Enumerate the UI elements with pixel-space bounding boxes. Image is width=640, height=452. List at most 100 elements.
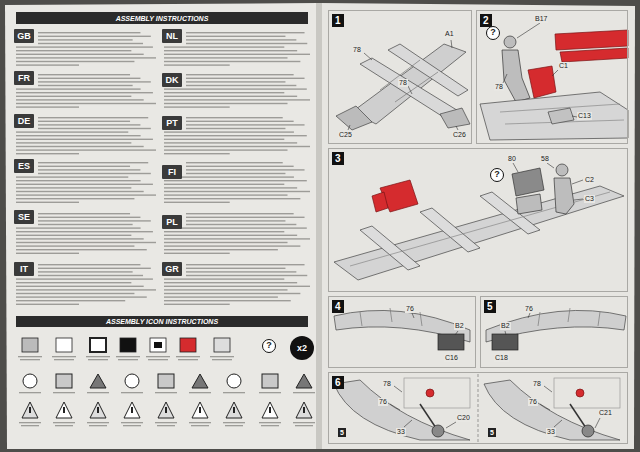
step-2-drawing	[480, 23, 628, 140]
page-ground	[321, 3, 635, 449]
section-heading: ASSEMBLY ICON INSTRUCTIONS	[106, 318, 218, 325]
step-6-drawing	[576, 389, 584, 397]
instruction-text-lines	[16, 289, 156, 290]
icon-legend	[88, 359, 108, 360]
step-1-drawing	[360, 58, 460, 120]
instruction-text-lines	[16, 142, 131, 143]
instruction-text-lines	[186, 36, 285, 37]
step-reference: 5	[488, 428, 496, 437]
instruction-text-lines	[16, 88, 141, 89]
icon-legend	[293, 392, 315, 393]
instruction-text-lines	[186, 166, 294, 167]
part-number: B2	[500, 322, 511, 330]
step-3-drawing	[513, 163, 583, 200]
step-panel: 3	[328, 148, 628, 292]
language-code: PT	[162, 116, 182, 130]
icon-legend	[22, 338, 38, 352]
instruction-text-lines	[186, 78, 305, 79]
step-6-drawing	[484, 380, 620, 440]
step-2-drawing	[502, 50, 530, 102]
instruction-text-lines	[164, 139, 284, 140]
code-text: FI	[168, 167, 176, 177]
code-text: SE	[18, 212, 30, 222]
instruction-text-lines	[38, 117, 148, 118]
code-text: NL	[166, 31, 178, 41]
step-3-drawing	[556, 164, 568, 176]
instruction-text-lines	[16, 139, 153, 140]
part-number: C2	[584, 176, 595, 184]
instruction-text-lines	[186, 217, 305, 218]
icon-legend	[22, 402, 38, 418]
part-number: 78	[494, 83, 504, 91]
step-4-drawing	[412, 313, 458, 335]
instruction-text-lines	[186, 213, 294, 214]
instruction-text-lines	[164, 227, 307, 228]
instruction-text-lines	[38, 43, 143, 44]
step-2-drawing	[528, 66, 556, 98]
part-number: C18	[494, 354, 509, 362]
step-6-drawing	[420, 404, 436, 428]
header-band: ASSEMBLY INSTRUCTIONS	[16, 12, 308, 24]
step-6-drawing	[426, 389, 434, 397]
language-code: DE	[14, 114, 34, 128]
instruction-text-lines	[186, 275, 307, 276]
instruction-text-lines	[186, 128, 285, 129]
step-2-drawing	[517, 23, 540, 38]
icon-legend	[214, 338, 230, 352]
instruction-text-lines	[16, 238, 144, 239]
step-6-drawing	[554, 420, 562, 427]
instruction-text-lines	[186, 81, 285, 82]
icon-legend	[192, 402, 208, 418]
instruction-text-lines	[38, 220, 151, 221]
instruction-text-lines	[164, 46, 284, 47]
step-1-drawing	[440, 108, 470, 128]
instruction-text-lines	[16, 54, 144, 55]
instruction-text-lines	[38, 275, 143, 276]
instruction-text-lines	[16, 135, 141, 136]
step-reference: 5	[338, 428, 346, 437]
instruction-text-lines	[164, 88, 307, 89]
icon-legend	[212, 359, 232, 360]
icon-legend	[165, 407, 167, 413]
code-text: IT	[20, 264, 28, 274]
language-code: GR	[162, 262, 182, 276]
instruction-text-lines	[16, 231, 153, 232]
icon-legend	[269, 407, 271, 413]
instruction-text-lines	[16, 146, 144, 147]
instruction-text-lines	[164, 96, 297, 97]
language-code: FR	[14, 71, 34, 85]
icon-legend	[90, 338, 106, 352]
instruction-text-lines	[164, 282, 297, 283]
step-2-drawing	[480, 92, 628, 140]
icon-legend	[87, 392, 109, 393]
part-number: 76	[405, 305, 415, 313]
step-3-drawing	[334, 186, 624, 280]
icon-legend	[90, 402, 106, 418]
instruction-text-lines	[16, 253, 79, 254]
step-3-drawing	[420, 208, 480, 252]
step-1-drawing	[336, 106, 372, 130]
part-number: C26	[452, 131, 467, 139]
icon-legend	[180, 338, 196, 352]
step-5-drawing	[528, 313, 530, 318]
step-3-drawing	[512, 168, 544, 196]
step-1-drawing	[395, 72, 438, 102]
step-1-drawing	[364, 53, 372, 60]
instruction-text-lines	[16, 32, 310, 305]
step-5-drawing	[598, 312, 600, 326]
section-heading: ASSEMBLY INSTRUCTIONS	[116, 15, 209, 22]
icon-legend	[121, 392, 143, 393]
page-ground	[5, 3, 319, 449]
icon-legend	[23, 374, 37, 388]
icon-legend	[55, 425, 73, 426]
step-6-drawing	[390, 386, 600, 428]
icon-legend	[116, 356, 140, 357]
instruction-text-lines	[16, 187, 131, 188]
instruction-text-lines	[186, 85, 296, 86]
instruction-text-lines	[164, 153, 230, 154]
instruction-text-lines	[164, 304, 230, 305]
step-6-drawing	[404, 420, 412, 427]
instruction-text-lines	[164, 253, 230, 254]
instruction-text-lines	[38, 166, 130, 167]
instruction-text-lines	[186, 43, 307, 44]
